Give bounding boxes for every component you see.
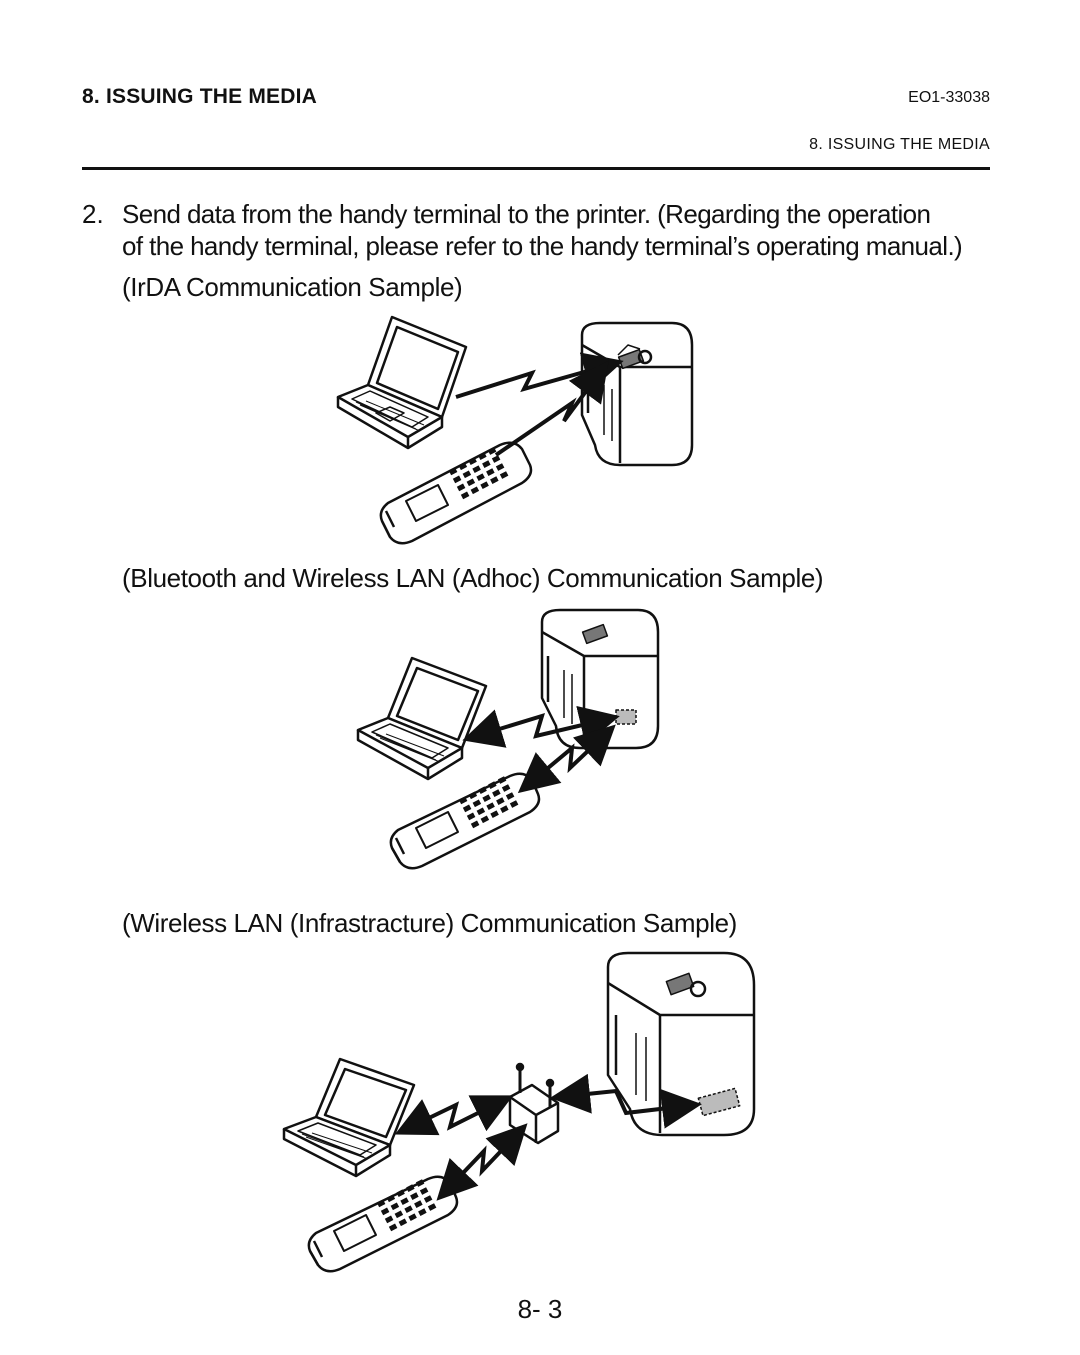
caption-bluetooth-adhoc: (Bluetooth and Wireless LAN (Adhoc) Comm… [122,563,824,593]
wireless-link-terminal [517,724,616,794]
step-text-line-1: Send data from the handy terminal to the… [122,199,931,229]
step-number: 2. [82,199,104,229]
wireless-link-terminal-to-ap [436,1123,528,1201]
handy-terminal-icon [307,1175,459,1273]
document-number: EO1-33038 [908,89,990,106]
wireless-link-ap-to-printer [550,1073,702,1129]
bluetooth-adhoc-communication-figure [356,608,660,870]
section-title: 8. ISSUING THE MEDIA [82,85,318,108]
header-rule [82,167,990,170]
laptop-icon [356,656,488,781]
printer-icon [580,321,694,467]
section-subtitle: 8. ISSUING THE MEDIA [809,136,990,153]
wireless-link-laptop-to-ap [394,1095,514,1136]
laptop-icon [336,315,468,450]
irda-signal-from-terminal [494,360,609,457]
handy-terminal-icon [379,441,533,545]
laptop-icon [282,1057,416,1178]
caption-wireless-infrastructure: (Wireless LAN (Infrastracture) Communica… [122,908,737,938]
step-text-line-2: of the handy terminal, please refer to t… [122,231,963,261]
page-number: 8- 3 [517,1294,563,1324]
printer-icon [540,608,660,750]
caption-irda: (IrDA Communication Sample) [122,272,463,302]
irda-communication-figure [336,315,694,545]
handy-terminal-icon [389,772,541,870]
wireless-infrastructure-communication-figure [282,951,756,1273]
